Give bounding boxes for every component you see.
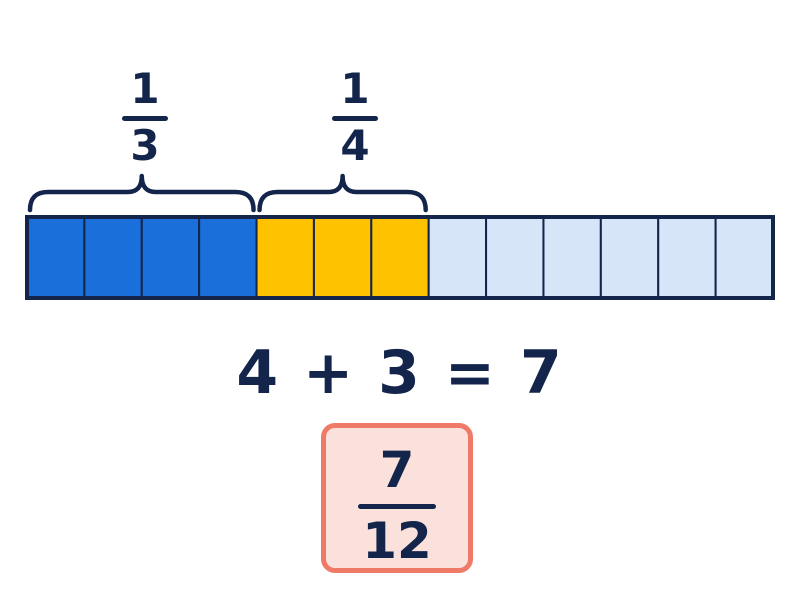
fraction-bar	[358, 504, 436, 509]
strip-cell-segment-2	[599, 216, 660, 299]
fraction-strip-diagram	[25, 173, 775, 300]
answer-box: 7 12	[321, 423, 473, 573]
strip-outline	[25, 215, 775, 300]
answer-numerator: 7	[379, 441, 415, 499]
strip-cell-segment-2	[542, 216, 602, 299]
curly-brace-1	[257, 173, 428, 213]
strip-cell-segment-2	[485, 216, 545, 299]
strip-cell-segment-1	[312, 216, 373, 299]
fraction-numerator: 1	[130, 64, 160, 113]
strip-cell-segment-2	[427, 216, 488, 299]
strip-cell-segment-2	[657, 216, 717, 299]
brace-layer	[27, 173, 428, 213]
fraction-one-fourth: 1 4	[320, 64, 390, 170]
fraction-bar	[332, 116, 378, 121]
equation-plus: +	[302, 338, 356, 408]
answer-fraction: 7 12	[326, 441, 468, 570]
fraction-one-third: 1 3	[110, 64, 180, 170]
fraction-numerator: 1	[340, 64, 370, 113]
equation-term-b: 3	[378, 338, 422, 408]
fraction-denominator: 4	[340, 121, 370, 170]
strip-cell-segment-1	[370, 216, 430, 299]
strip-cell-segment-0	[26, 216, 86, 299]
strip-cell-segment-2	[714, 216, 774, 299]
equation-equals: =	[444, 338, 498, 408]
strip-cell-segment-0	[140, 216, 201, 299]
strip-cells	[26, 216, 774, 299]
equation-term-a: 4	[236, 338, 281, 408]
fraction-denominator: 3	[130, 121, 160, 170]
fraction-bar	[122, 116, 168, 121]
strip-cell-segment-0	[83, 216, 143, 299]
answer-denominator: 12	[362, 512, 432, 570]
strip-cell-segment-0	[198, 216, 258, 299]
strip-cell-segment-1	[255, 216, 315, 299]
equation-result: 7	[519, 338, 564, 408]
curly-brace-0	[27, 173, 256, 213]
sum-equation: 4 + 3 = 7	[0, 338, 800, 408]
